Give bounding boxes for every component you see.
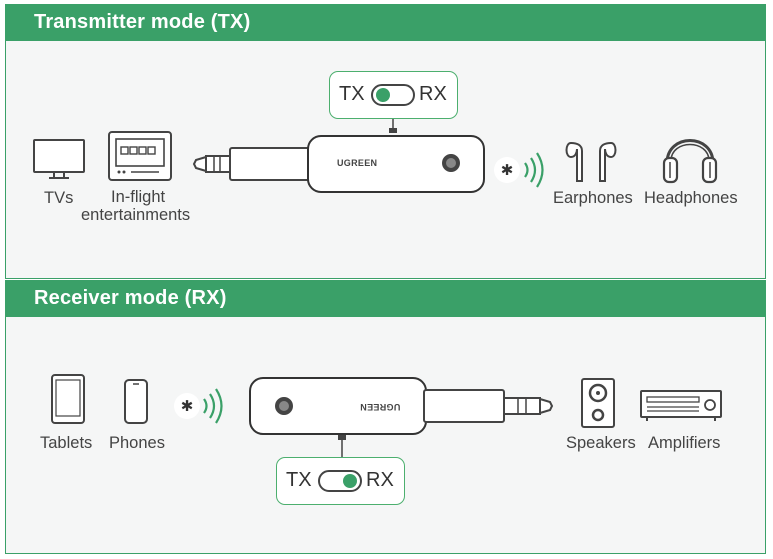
amplifiers-label: Amplifiers [648, 434, 721, 452]
mode-toggle[interactable] [371, 84, 415, 106]
switch-connector-line [338, 435, 346, 459]
toggle-knob [343, 474, 357, 488]
earphones-label: Earphones [553, 189, 633, 207]
headphones-label: Headphones [644, 189, 738, 207]
switch-tx-label: TX [286, 469, 312, 491]
switch-connector-line [389, 119, 397, 133]
bluetooth-adapter-device: UGREEN [249, 377, 427, 435]
bluetooth-icon: ✱ [494, 157, 520, 183]
device-brand-label: UGREEN [337, 158, 378, 168]
in-flight-label-line1: In-flight [111, 188, 166, 206]
receiver-mode-header: Receiver mode (RX) [6, 281, 765, 317]
tv-icon [33, 139, 85, 179]
tablet-icon [51, 374, 85, 424]
mode-switch-rx[interactable]: TX RX [276, 457, 405, 505]
device-brand-label: UGREEN [360, 402, 401, 412]
device-button-icon [442, 154, 460, 172]
audio-jack-plug [423, 389, 554, 423]
signal-waves-icon [203, 388, 223, 424]
toggle-knob [376, 88, 390, 102]
earphones-icon [565, 141, 617, 182]
signal-waves-icon [524, 152, 544, 188]
mode-switch-tx[interactable]: TX RX [329, 71, 458, 119]
audio-jack-plug [192, 147, 311, 181]
in-flight-entertainment-icon [108, 131, 172, 181]
tvs-label: TVs [44, 189, 74, 207]
bluetooth-icon: ✱ [174, 393, 200, 419]
speaker-icon [581, 378, 615, 428]
in-flight-label-line2: entertainments [81, 206, 191, 224]
switch-rx-label: RX [419, 83, 447, 105]
switch-tx-label: TX [339, 83, 365, 105]
switch-rx-label: RX [366, 469, 394, 491]
phones-label: Phones [109, 434, 165, 452]
device-button-icon [275, 397, 293, 415]
transmitter-mode-title: Transmitter mode (TX) [34, 11, 251, 33]
bluetooth-adapter-device: UGREEN [307, 135, 485, 193]
tablets-label: Tablets [40, 434, 93, 452]
phone-icon [124, 379, 148, 424]
receiver-mode-title: Receiver mode (RX) [34, 287, 227, 309]
speakers-label: Speakers [566, 434, 636, 452]
mode-toggle[interactable] [318, 470, 362, 492]
transmitter-mode-header: Transmitter mode (TX) [6, 5, 765, 41]
amplifier-icon [640, 390, 722, 421]
headphones-icon [662, 139, 718, 184]
